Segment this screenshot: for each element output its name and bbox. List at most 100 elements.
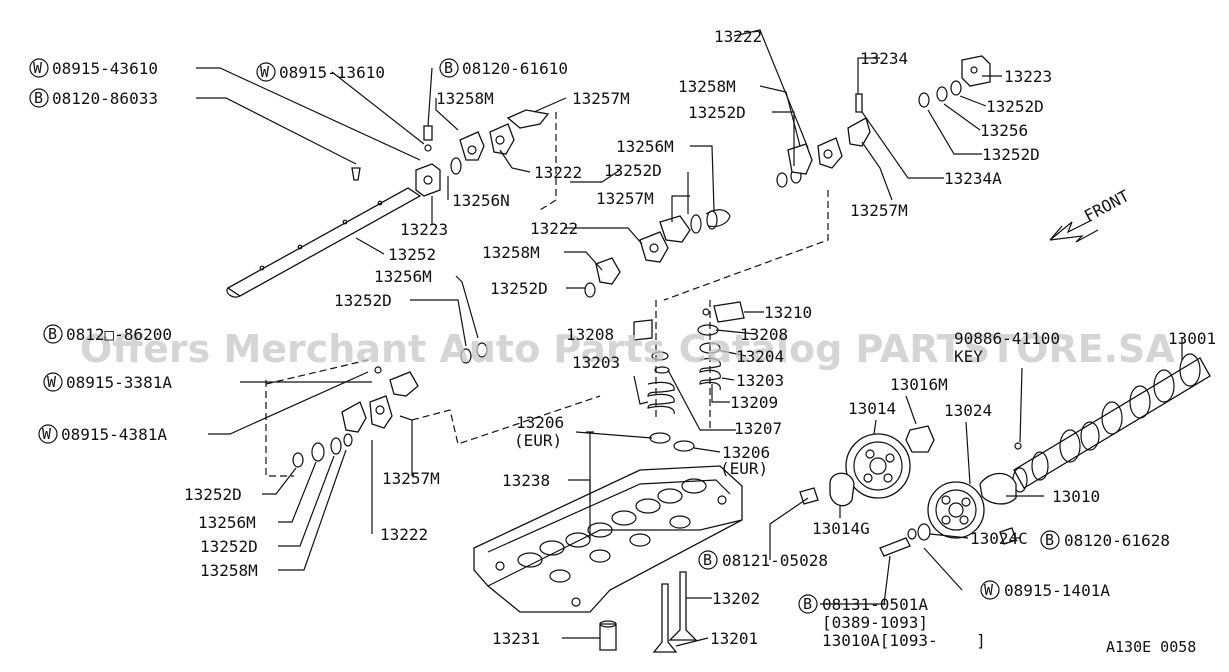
label-13257M-b: 13257M <box>382 469 440 488</box>
label-13257M-d: 13257M <box>850 201 908 220</box>
valve-spring-assembly <box>633 300 745 452</box>
svg-text:B: B <box>1045 531 1054 549</box>
label-13223-a: 13223 <box>400 220 448 239</box>
label-13222-b: 13222 <box>380 525 428 544</box>
badge-b-0812-86200: B <box>43 324 63 344</box>
badge-b-08120-86033: B <box>29 88 49 108</box>
badge-w-08915-43610: W <box>29 58 49 78</box>
badge-w-08915-3381A: W <box>43 372 63 392</box>
label-90886-41100: 90886-41100 <box>954 329 1060 348</box>
label-13222-d: 13222 <box>714 27 762 46</box>
label-w-08915-1401A: 08915-1401A <box>1004 581 1110 600</box>
label-13010: 13010 <box>1052 487 1100 506</box>
label-13256N: 13256N <box>452 191 510 210</box>
label-13204: 13204 <box>736 347 784 366</box>
badge-w-08915-1401A: W <box>980 580 1000 600</box>
label-key: KEY <box>954 347 983 366</box>
label-13252D-f: 13252D <box>688 103 746 122</box>
label-13208: 13208 <box>566 325 614 344</box>
label-w-08915-13610: 08915-13610 <box>279 63 385 82</box>
label-13206-a: 13206 <box>516 413 564 432</box>
label-b-08120-61610: 08120-61610 <box>462 59 568 78</box>
svg-text:W: W <box>260 63 270 81</box>
label-13258M-d: 13258M <box>678 77 736 96</box>
label-13258M-c: 13258M <box>482 243 540 262</box>
badge-b-08121-05028: B <box>698 550 718 570</box>
label-13016M: 13016M <box>890 375 948 394</box>
label-13252: 13252 <box>388 245 436 264</box>
label-13256M-b: 13256M <box>198 513 256 532</box>
badge-b-08120-61610: B <box>439 58 459 78</box>
label-13014G: 13014G <box>812 519 870 538</box>
label-13257M-a: 13257M <box>572 89 630 108</box>
front-arrow: FRONT <box>1049 186 1133 243</box>
label-13252D-e: 13252D <box>604 161 662 180</box>
svg-text:W: W <box>33 59 43 77</box>
label-13203-b: 13203 <box>736 371 784 390</box>
label-13256M-a: 13256M <box>374 267 432 286</box>
label-13252D-g: 13252D <box>986 97 1044 116</box>
label-w-08915-3381A: 08915-3381A <box>66 373 172 392</box>
figure-code: A130E 0058 <box>1106 638 1196 656</box>
label-13010A: 13010A[1093- ] <box>822 631 986 650</box>
rocker-shaft-left <box>226 125 441 298</box>
badge-w-08915-13610: W <box>256 62 276 82</box>
label-b-08120-86033: 08120-86033 <box>52 89 158 108</box>
label-b-0812-86200: 0812□-86200 <box>66 325 172 344</box>
label-13252D-a: 13252D <box>334 291 392 310</box>
label-13252D-h: 13252D <box>982 145 1040 164</box>
badge-b-08131-0501A: B <box>798 594 818 614</box>
front-label: FRONT <box>1081 186 1133 226</box>
label-13252D-d: 13252D <box>490 279 548 298</box>
label-eur-b: (EUR) <box>720 459 768 478</box>
svg-text:B: B <box>803 595 812 613</box>
label-13001: 13001 <box>1168 329 1216 348</box>
label-range-0389-1093: [0389-1093] <box>822 613 928 632</box>
label-13207: 13207 <box>734 419 782 438</box>
leader-lines <box>196 29 1183 647</box>
label-13024C: 13024C <box>970 529 1028 548</box>
label-13238: 13238 <box>502 471 550 490</box>
label-b-08121-05028: 08121-05028 <box>722 551 828 570</box>
label-13252D-b: 13252D <box>184 485 242 504</box>
label-13257M-c: 13257M <box>596 189 654 208</box>
label-13256: 13256 <box>980 121 1028 140</box>
timing-sprockets <box>799 425 1017 557</box>
label-13234A: 13234A <box>944 169 1002 188</box>
rocker-arms-center <box>584 209 731 298</box>
label-13258M-a: 13258M <box>436 89 494 108</box>
label-13024: 13024 <box>944 401 992 420</box>
svg-text:B: B <box>48 325 57 343</box>
badge-b-08120-61628: B <box>1040 530 1060 550</box>
svg-text:W: W <box>42 425 52 443</box>
label-13209: 13209 <box>730 393 778 412</box>
label-13203-a: 13203 <box>572 353 620 372</box>
label-13252D-c: 13252D <box>200 537 258 556</box>
camshaft <box>979 353 1211 505</box>
label-13210: 13210 <box>764 303 812 322</box>
watermark: Offers Merchant Auto Parts Catalog PARTS… <box>80 327 1175 371</box>
label-w-08915-4381A: 08915-4381A <box>61 425 167 444</box>
label-13201: 13201 <box>710 629 758 648</box>
svg-text:W: W <box>984 581 994 599</box>
svg-text:B: B <box>703 551 712 569</box>
badge-w-08915-4381A: W <box>38 424 58 444</box>
label-13222-a: 13222 <box>534 163 582 182</box>
label-13222-c: 13222 <box>530 219 578 238</box>
label-eur-a: (EUR) <box>514 431 562 450</box>
label-b-08120-61628: 08120-61628 <box>1064 531 1170 550</box>
label-13231: 13231 <box>492 629 540 648</box>
rocker-arms-lower-left <box>265 342 601 477</box>
label-13206-b: 13206 <box>722 443 770 462</box>
svg-text:B: B <box>34 89 43 107</box>
svg-text:W: W <box>47 373 57 391</box>
label-b-08131-0501A: 08131-0501A <box>822 595 928 614</box>
rocker-arms-top-middle <box>450 109 557 211</box>
label-13258M-b: 13258M <box>200 561 258 580</box>
cylinder-head <box>473 431 743 613</box>
label-w-08915-43610: 08915-43610 <box>52 59 158 78</box>
label-13014: 13014 <box>848 399 896 418</box>
svg-text:B: B <box>444 59 453 77</box>
label-13208-right: 13208 <box>740 325 788 344</box>
